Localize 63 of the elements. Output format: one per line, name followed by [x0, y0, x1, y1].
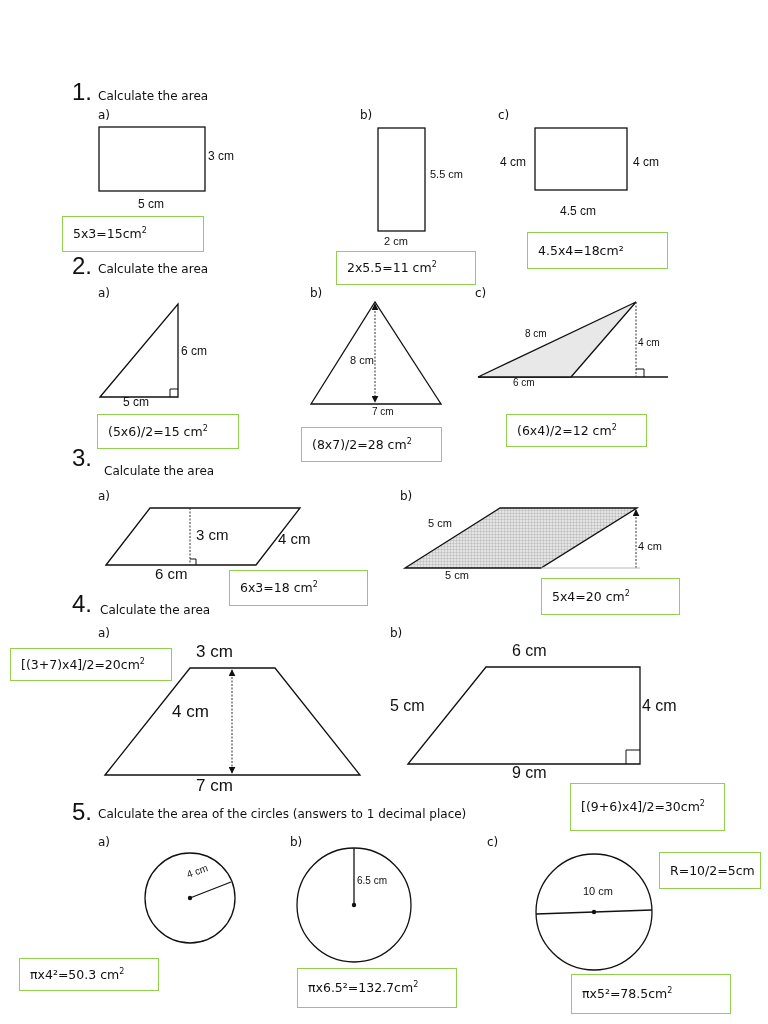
dimension-label: 8 cm	[350, 355, 374, 366]
answer-box: πx6.5²=132.7cm$^{2}$	[297, 968, 457, 1008]
question-number: 3.	[72, 446, 92, 470]
part-label: c)	[487, 836, 499, 848]
dimension-label: 4.5 cm	[560, 205, 596, 217]
dimension-label: 5 cm	[428, 518, 452, 529]
answer-box: πx4²=50.3 cm$^{2}$	[19, 958, 159, 991]
dimension-label: 6 cm	[155, 566, 188, 581]
dimension-label: 4 cm	[185, 863, 210, 880]
dimension-label: 8 cm	[525, 329, 547, 339]
part-label: a)	[98, 109, 111, 121]
dimension-label: 6 cm	[512, 643, 547, 659]
dimension-label: 3 cm	[196, 527, 229, 542]
instruction-text: Calculate the area	[98, 90, 209, 102]
answer-box: (8x7)/2=28 cm$^{2}$	[301, 427, 442, 462]
part-label: b)	[400, 490, 413, 502]
dimension-label: 4 cm	[638, 541, 662, 552]
dimension-label: 3 cm	[208, 150, 234, 162]
instruction-text: Calculate the area	[100, 604, 211, 616]
dimension-label: 7 cm	[196, 777, 233, 794]
dimension-label: 4 cm	[172, 703, 209, 720]
part-label: b)	[360, 109, 373, 121]
question-number: 5.	[72, 800, 92, 824]
answer-box: [(3+7)x4]/2=20cm$^{2}$	[10, 648, 172, 681]
answer-box: [(9+6)x4]/2=30cm$^{2}$	[570, 783, 725, 831]
part-label: c)	[475, 287, 487, 299]
answer-box: (5x6)/2=15 cm$^{2}$	[97, 414, 239, 449]
part-label: b)	[290, 836, 303, 848]
dimension-label: 4 cm	[500, 156, 526, 168]
dimension-label: 4 cm	[278, 531, 311, 546]
part-label: c)	[498, 109, 510, 121]
dimension-label: 10 cm	[583, 886, 613, 897]
dimension-label: 4 cm	[642, 698, 677, 714]
instruction-text: Calculate the area	[104, 465, 215, 477]
part-label: a)	[98, 490, 111, 502]
answer-box: 2x5.5=11 cm$^{2}$	[336, 251, 476, 285]
dimension-label: 7 cm	[372, 407, 394, 417]
question-number: 1.	[72, 80, 92, 104]
answer-box: 5x4=20 cm$^{2}$	[541, 578, 680, 615]
dimension-label: 3 cm	[196, 643, 233, 660]
answer-box: πx5²=78.5cm$^{2}$	[571, 974, 731, 1014]
question-number: 4.	[72, 592, 92, 616]
dimension-label: 4 cm	[638, 338, 660, 348]
dimension-label: 6 cm	[513, 378, 535, 388]
dimension-label: 6 cm	[181, 345, 207, 357]
answer-box: 4.5x4=18cm²	[527, 232, 668, 269]
answer-box: R=10/2=5cm	[659, 852, 761, 889]
dimension-label: 6.5 cm	[357, 876, 387, 886]
instruction-text: Calculate the area of the circles (answers to 1 decimal place)	[98, 808, 467, 820]
answer-box: 5x3=15cm$^{2}$	[62, 216, 204, 252]
dimension-label: 4 cm	[633, 156, 659, 168]
dimension-label: 9 cm	[512, 765, 547, 781]
dimension-label: 5.5 cm	[430, 169, 463, 180]
instruction-text: Calculate the area	[98, 263, 209, 275]
part-label: b)	[390, 627, 403, 639]
part-label: a)	[98, 287, 111, 299]
dimension-label: 5 cm	[445, 570, 469, 581]
question-number: 2.	[72, 254, 92, 278]
part-label: b)	[310, 287, 323, 299]
part-label: a)	[98, 836, 111, 848]
answer-box: (6x4)/2=12 cm$^{2}$	[506, 414, 647, 447]
answer-box: 6x3=18 cm$^{2}$	[229, 570, 368, 606]
dimension-label: 5 cm	[390, 698, 425, 714]
